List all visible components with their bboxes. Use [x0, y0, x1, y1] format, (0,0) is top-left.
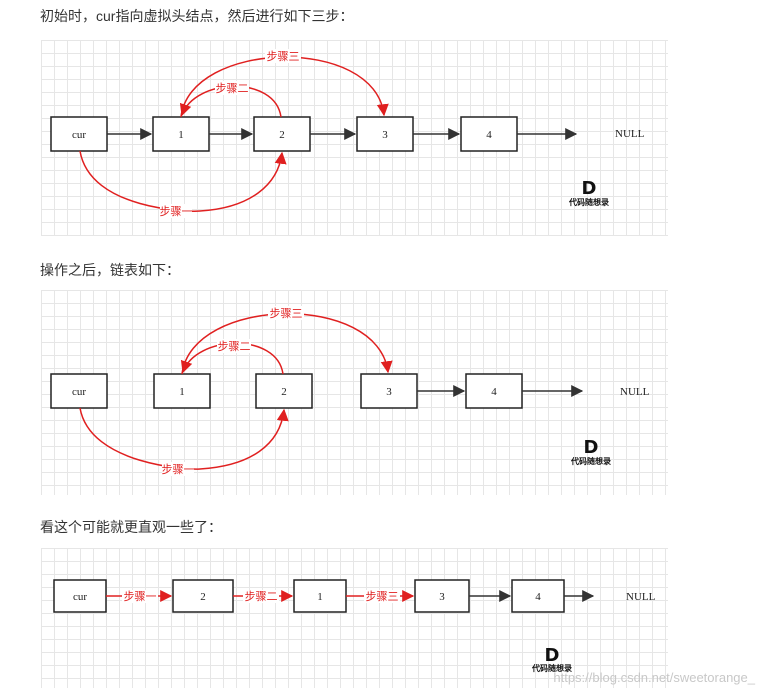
watermark-url: https://blog.csdn.net/sweetorange_	[553, 670, 755, 685]
svg-text:D: D	[584, 437, 599, 458]
node-3: 3	[356, 116, 414, 152]
node-1-label: 1	[178, 129, 184, 141]
step-one-label: 步骤一	[162, 463, 195, 476]
step-two-label: 步骤二	[245, 590, 278, 603]
node-1: 1	[293, 579, 347, 613]
node-cur-label: cur	[72, 129, 86, 141]
svg-text:D: D	[582, 178, 597, 199]
diagram-intuitive	[41, 548, 668, 688]
diagram-after	[41, 290, 668, 495]
logo-after: D 代码随想录	[570, 437, 611, 466]
svg-text:1: 1	[179, 386, 185, 398]
node-cur: cur	[50, 373, 108, 409]
node-3: 3	[360, 373, 418, 409]
node-3: 3	[414, 579, 470, 613]
null-label: NULL	[626, 591, 656, 603]
svg-text:2: 2	[200, 591, 206, 603]
svg-text:代码随想录: 代码随想录	[531, 663, 572, 673]
caption-intuitive: 看这个可能就更直观一些了：	[40, 519, 222, 535]
caption-after: 操作之后，链表如下：	[40, 262, 180, 278]
svg-text:cur: cur	[73, 591, 87, 603]
step-two-label: 步骤二	[216, 82, 249, 95]
node-cur: cur	[53, 579, 107, 613]
null-label: NULL	[615, 128, 645, 140]
svg-text:3: 3	[386, 386, 392, 398]
svg-text:1: 1	[317, 591, 323, 603]
svg-text:3: 3	[439, 591, 445, 603]
node-2-label: 2	[279, 129, 285, 141]
caption-intro: 初始时，cur指向虚拟头结点，然后进行如下三步：	[40, 8, 354, 24]
node-cur: cur	[50, 116, 108, 152]
svg-text:cur: cur	[72, 386, 86, 398]
node-2: 2	[255, 373, 313, 409]
node-3-label: 3	[382, 129, 388, 141]
node-4-label: 4	[486, 129, 492, 141]
step-one-label: 步骤一	[124, 590, 157, 603]
node-1: 1	[153, 373, 211, 409]
null-label: NULL	[620, 386, 650, 398]
svg-text:代码随想录: 代码随想录	[570, 456, 611, 466]
step-three-label: 步骤三	[366, 590, 399, 603]
step-one-label: 步骤一	[160, 205, 193, 218]
step-three-label: 步骤三	[270, 307, 303, 320]
svg-text:D: D	[545, 645, 560, 666]
step-two-label: 步骤二	[218, 340, 251, 353]
svg-text:4: 4	[535, 591, 541, 603]
step-three-label: 步骤三	[267, 50, 300, 63]
svg-text:代码随想录: 代码随想录	[568, 197, 609, 207]
svg-text:2: 2	[281, 386, 287, 398]
step-one-arrow	[79, 407, 289, 470]
svg-text:4: 4	[491, 386, 497, 398]
node-4: 4	[460, 116, 518, 152]
node-2: 2	[172, 579, 234, 613]
node-2: 2	[253, 116, 311, 152]
logo-initial: D 代码随想录	[568, 178, 609, 207]
node-4: 4	[511, 579, 565, 613]
step-one-arrow	[79, 150, 287, 212]
node-4: 4	[465, 373, 523, 409]
node-1: 1	[152, 116, 210, 152]
logo-intuitive: D 代码随想录	[531, 645, 572, 673]
